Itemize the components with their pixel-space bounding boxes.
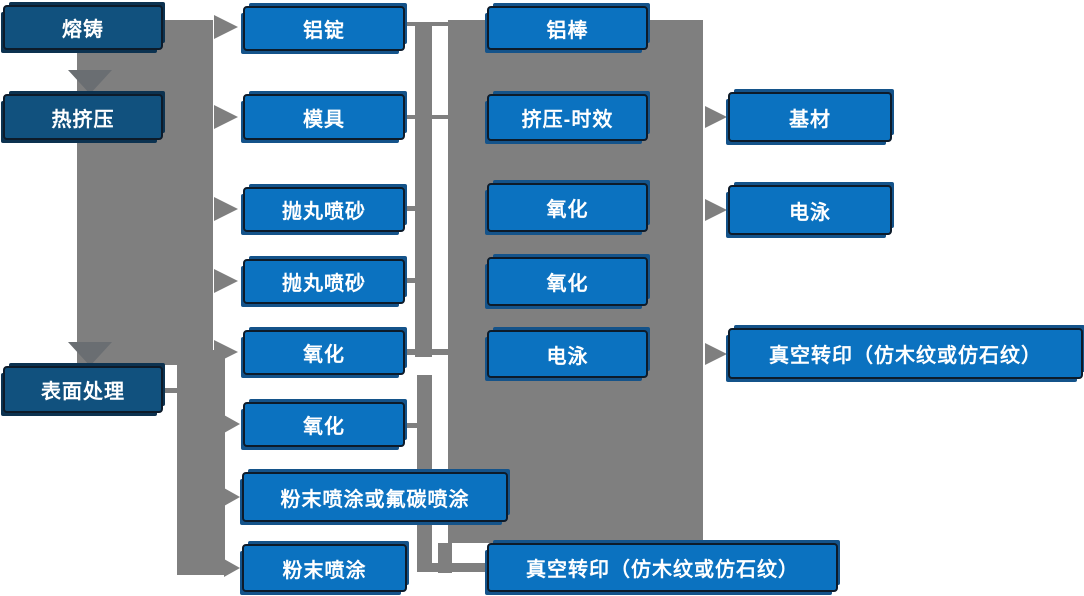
node-oxidation-1: 氧化 [243, 330, 405, 375]
node-label: 抛丸喷砂 [282, 201, 366, 223]
connector-surface-treatment-stub [162, 388, 178, 393]
node-label: 铝棒 [546, 19, 589, 42]
node-powder-coating: 粉末喷涂 [242, 544, 407, 592]
node-oxidation-3: 氧化 [487, 183, 648, 232]
node-label: 电泳 [789, 201, 831, 224]
node-vacuum-transfer-2: 真空转印（仿木纹或仿石纹） [728, 328, 1083, 379]
node-label: 模具 [303, 108, 345, 131]
arrow-to-substrate [705, 106, 727, 128]
node-label: 电泳 [546, 345, 589, 368]
node-aluminum-ingot: 铝锭 [243, 6, 405, 51]
arrow-to-powder-coating [224, 559, 240, 577]
arrow-to-powder-or-fluorocarbon-coating [224, 488, 240, 506]
node-label: 基材 [789, 108, 831, 131]
node-label: 氧化 [546, 273, 589, 295]
node-vacuum-transfer-1: 真空转印（仿木纹或仿石纹） [487, 543, 838, 592]
connector-stub-row4 [405, 278, 415, 283]
node-label: 氧化 [303, 416, 345, 438]
arrow-to-oxidation-1 [214, 340, 238, 364]
arrow-to-electrophoresis-2 [705, 199, 727, 221]
connector-stub-row5 [405, 349, 448, 355]
connector-stub-bottom [417, 563, 487, 572]
node-label: 粉末喷涂 [282, 559, 367, 582]
arrow-to-shot-blasting-1 [214, 197, 238, 221]
node-shot-blasting-2: 抛丸喷砂 [243, 259, 405, 304]
node-label: 氧化 [546, 199, 589, 221]
node-label: 抛丸喷砂 [282, 273, 366, 295]
arrow-down-to-hot-extrusion [68, 70, 112, 94]
arrow-down-to-surface-treatment [68, 342, 112, 366]
node-label: 氧化 [303, 344, 345, 366]
arrow-to-oxidation-2 [224, 415, 240, 433]
node-substrate: 基材 [728, 92, 892, 142]
node-extrusion-aging: 挤压-时效 [487, 94, 648, 141]
node-hot-extrusion: 热挤压 [3, 94, 163, 140]
arrow-to-aluminum-ingot [214, 15, 238, 39]
node-powder-or-fluorocarbon-coating: 粉末喷涂或氟碳喷涂 [242, 472, 508, 522]
connector-left-lower-band [177, 350, 225, 575]
node-electrophoresis-2: 电泳 [728, 185, 892, 235]
connector-stub-row1 [405, 22, 448, 26]
connector-stub-row3 [405, 206, 415, 211]
node-electrophoresis-1: 电泳 [487, 330, 648, 378]
node-aluminum-rod: 铝棒 [487, 6, 648, 50]
connector-stub-row6 [405, 423, 417, 428]
connector-mid-bar-upper [415, 23, 432, 357]
node-label: 熔铸 [62, 19, 104, 41]
node-label: 粉末喷涂或氟碳喷涂 [280, 488, 470, 511]
node-label: 热挤压 [51, 108, 115, 131]
node-surface-treatment: 表面处理 [3, 366, 163, 413]
node-melt-casting: 熔铸 [3, 5, 163, 50]
node-label: 表面处理 [41, 381, 125, 403]
node-label: 铝锭 [303, 20, 345, 42]
node-oxidation-2: 氧化 [243, 402, 405, 447]
arrow-to-mold [214, 105, 238, 129]
node-label: 真空转印（仿木纹或仿石纹） [526, 559, 799, 581]
arrow-to-shot-blasting-2 [214, 269, 238, 293]
node-mold: 模具 [243, 94, 405, 140]
arrow-to-vacuum-transfer-2 [705, 343, 727, 365]
node-label: 挤压-时效 [521, 109, 614, 131]
node-label: 真空转印（仿木纹或仿石纹） [769, 345, 1042, 367]
node-oxidation-4: 氧化 [487, 257, 648, 306]
node-shot-blasting-1: 抛丸喷砂 [243, 187, 405, 232]
connector-stub-row2 [405, 115, 448, 119]
